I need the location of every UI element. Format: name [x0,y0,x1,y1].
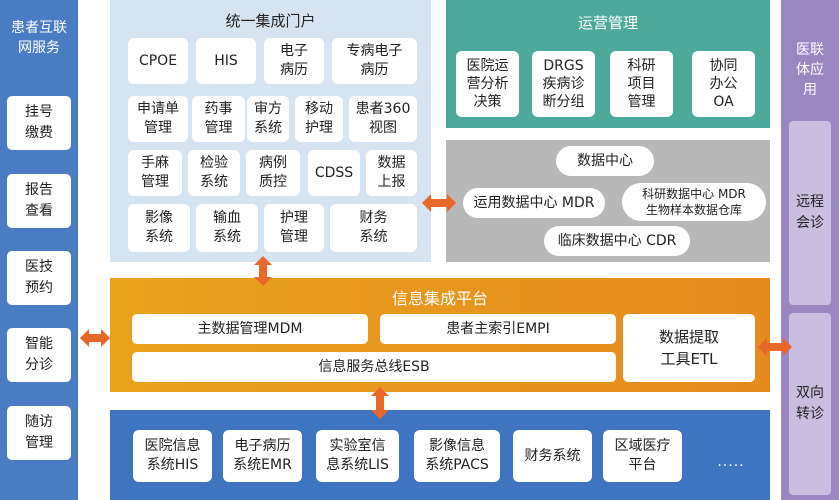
platform-title: 信息集成平台 [391,289,488,308]
portal-item-specialty-emr[interactable]: 专病电子 病历 [332,38,417,84]
platform-etl[interactable]: 数据提取 工具ETL [623,314,755,382]
data-center-cdr[interactable]: 临床数据中心 CDR [544,226,690,256]
ops-item-collaborative-oa[interactable]: 协同 办公 OA [692,51,755,117]
ops-item-operation-analysis[interactable]: 医院运 营分析 决策 [456,51,519,117]
platform-esb[interactable]: 信息服务总线ESB [132,352,616,382]
system-pacs[interactable]: 影像信息 系统PACS [414,430,500,482]
right-panel: 医联 体应 用 远程 会诊 双向 转诊 [781,0,839,500]
portal-item-emr[interactable]: 电子 病历 [264,38,324,84]
portal-item-prescription-review[interactable]: 审方 系统 [247,96,289,142]
portal-item-pharmacy[interactable]: 药事 管理 [192,96,245,142]
arrow-portal-to-platform [254,256,272,286]
portal-item-case-qc[interactable]: 病例 质控 [246,150,300,196]
system-finance[interactable]: 财务系统 [513,430,592,482]
platform-empi[interactable]: 患者主索引EMPI [380,314,616,344]
ops-item-research-projects[interactable]: 科研 项目 管理 [610,51,673,117]
portal-item-mobile-nursing[interactable]: 移动 护理 [295,96,343,142]
platform-mdm[interactable]: 主数据管理MDM [132,314,368,344]
left-item-exam-booking[interactable]: 医技 预约 [7,251,71,305]
right-item-remote-consult-label: 远程 会诊 [796,194,824,231]
left-item-report-view[interactable]: 报告 查看 [7,174,71,228]
left-item-register-pay[interactable]: 挂号 缴费 [7,96,71,150]
left-item-followup[interactable]: 随访 管理 [7,406,71,460]
portal-title: 统一集成门户 [225,12,316,30]
right-item-two-way-referral-label: 双向 转诊 [796,385,824,422]
data-center-mdr[interactable]: 运用数据中心 MDR [463,188,605,218]
system-his[interactable]: 医院信息 系统HIS [133,430,212,482]
arrow-platform-to-right [758,338,792,356]
portal-item-data-report[interactable]: 数据 上报 [366,150,417,196]
system-emr[interactable]: 电子病历 系统EMR [223,430,302,482]
portal-item-patient-360[interactable]: 患者360 视图 [349,96,417,142]
portal-item-lab[interactable]: 检验 系统 [188,150,240,196]
portal-item-blood-transfusion[interactable]: 输血 系统 [196,204,258,252]
portal-item-cpoe[interactable]: CPOE [128,38,188,84]
data-center-title: 数据中心 [556,146,654,176]
right-item-remote-consult[interactable]: 远程 会诊 [789,121,831,305]
portal-item-his[interactable]: HIS [196,38,256,84]
portal-item-imaging[interactable]: 影像 系统 [128,204,190,252]
portal-item-anesthesia[interactable]: 手麻 管理 [128,150,182,196]
systems-more-ellipsis: ..... [717,454,745,470]
system-lis[interactable]: 实验室信 息系统LIS [316,430,399,482]
left-panel: 患者互联 网服务 挂号 缴费 报告 查看 医技 预约 智能 分诊 随访 管理 [0,0,78,500]
data-center-research-mdr[interactable]: 科研数据中心 MDR 生物样本数据仓库 [622,183,766,221]
ops-item-drgs[interactable]: DRGS 疾病诊 断分组 [532,51,595,117]
right-panel-title: 医联 体应 用 [796,42,824,98]
portal-item-finance[interactable]: 财务 系统 [330,204,417,252]
left-item-smart-triage[interactable]: 智能 分诊 [7,328,71,382]
system-regional-platform[interactable]: 区域医疗 平台 [603,430,682,482]
arrow-platform-to-systems [371,387,389,419]
left-panel-title: 患者互联 网服务 [11,20,67,56]
right-item-two-way-referral[interactable]: 双向 转诊 [789,313,831,495]
arrow-left-to-platform [80,329,110,347]
portal-item-nursing-mgmt[interactable]: 护理 管理 [264,204,324,252]
ops-title: 运营管理 [577,14,638,32]
portal-item-cdss[interactable]: CDSS [308,150,360,196]
arrow-portal-to-datacenter [422,194,456,212]
portal-item-request-mgmt[interactable]: 申请单 管理 [128,96,188,142]
